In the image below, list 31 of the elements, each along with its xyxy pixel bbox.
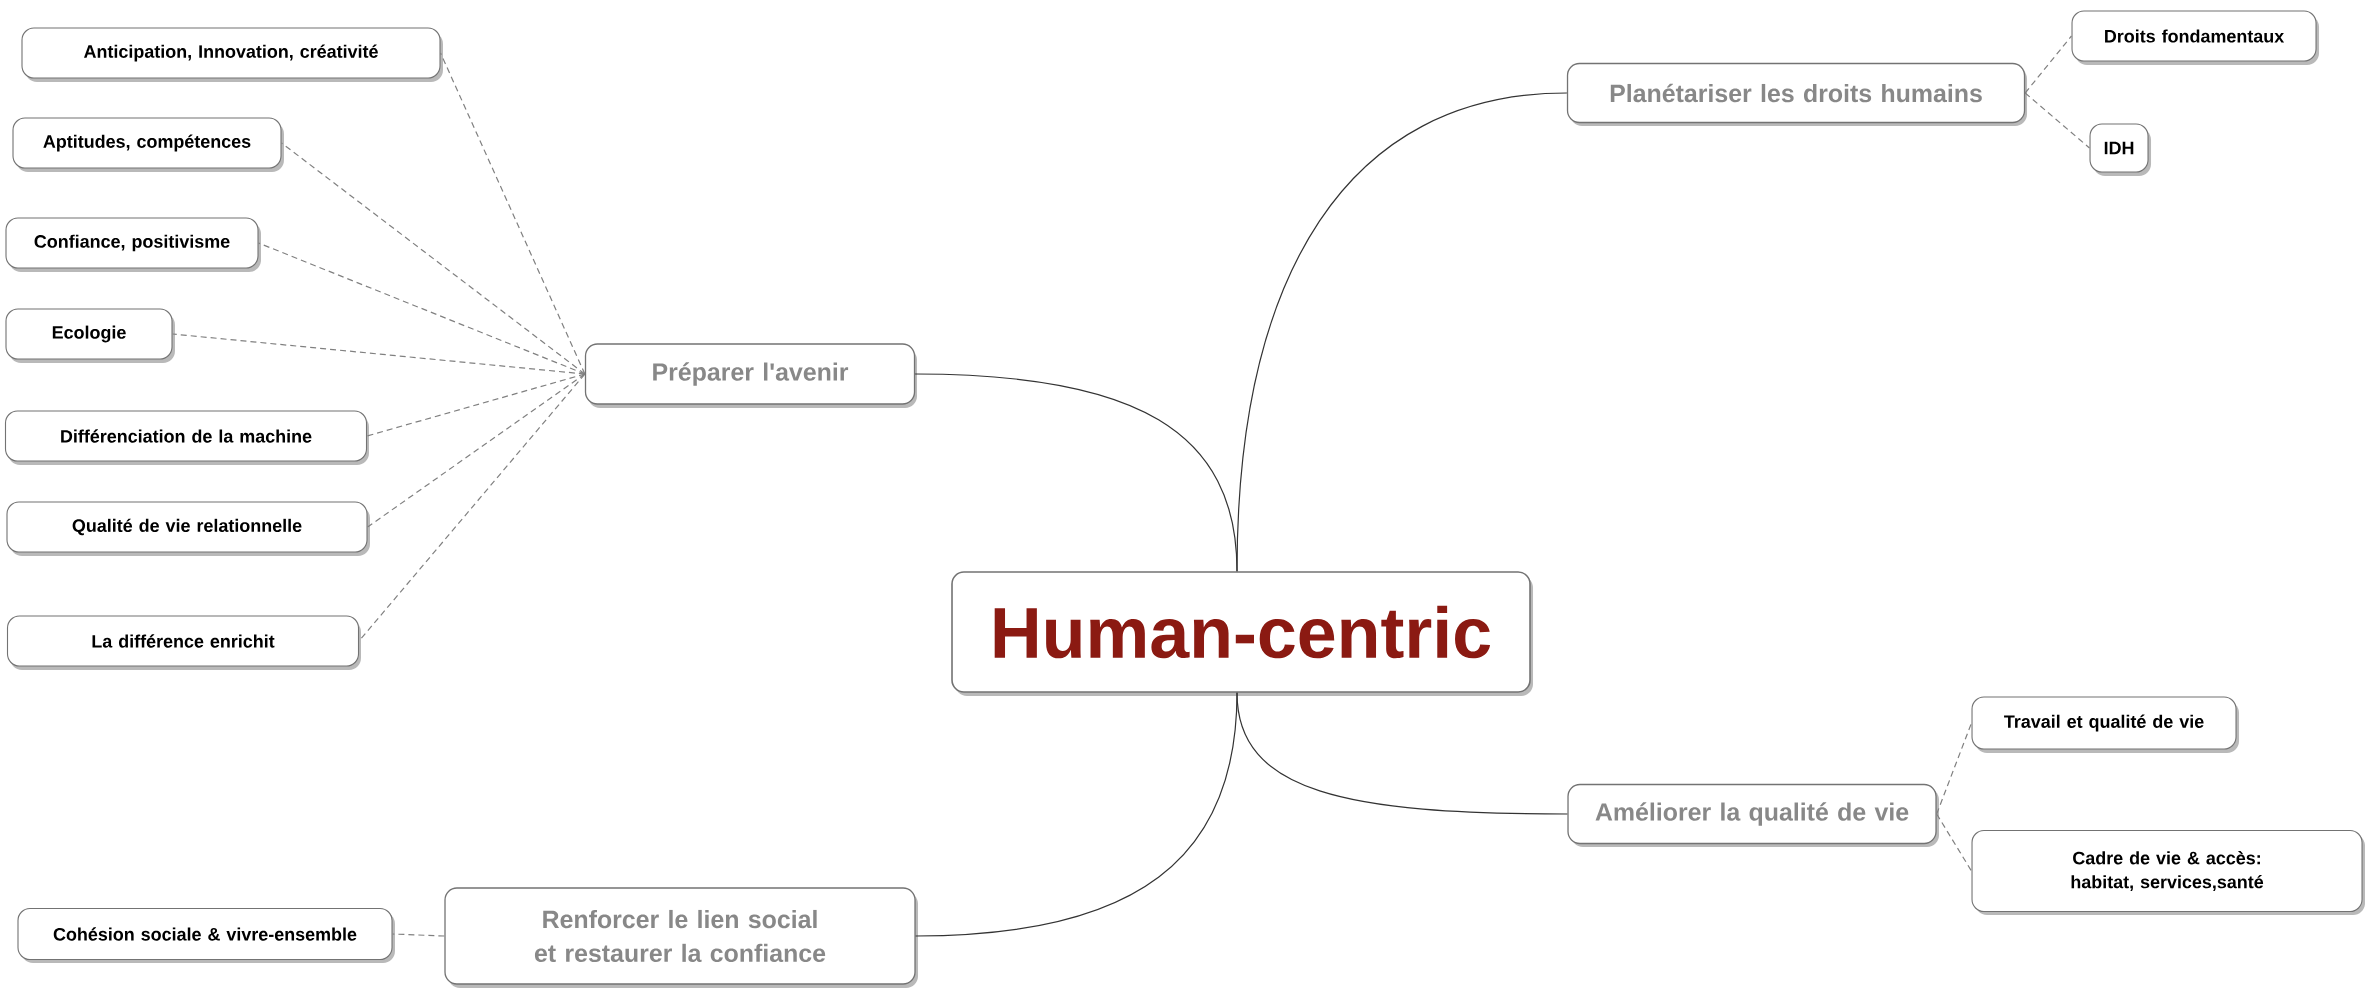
- connector-line: [366, 373, 586, 528]
- branch-topic-box: Améliorer la qualité de vie: [1567, 783, 1940, 847]
- connector-line: [914, 373, 1238, 572]
- connector-line: [2024, 35, 2073, 94]
- subtopic-box: Aptitudes, compétences: [12, 117, 284, 172]
- node-label: Cadre de vie & accès: habitat, services,santé: [2071, 851, 2264, 891]
- subtopic-box: Droits fondamentaux: [2071, 10, 2320, 65]
- subtopic-box: Travail et qualité de vie: [1971, 696, 2240, 753]
- connector-line: [915, 692, 1238, 937]
- connector-line: [366, 373, 586, 437]
- branch-topic-box: Renforcer le lien social et restaurer la confiance: [444, 887, 918, 988]
- branch-topic-box: Planétariser les droits humains: [1566, 62, 2028, 126]
- branch-topic-box: Préparer l'avenir: [584, 343, 917, 408]
- subtopic-box: La différence enrichit: [6, 615, 361, 670]
- subtopic-box: Confiance, positivisme: [5, 217, 261, 272]
- subtopic-box: Différenciation de la machine: [4, 410, 369, 465]
- connector-line: [280, 142, 586, 375]
- subtopic-box: Ecologie: [5, 308, 175, 363]
- connector-line: [391, 933, 445, 937]
- connector-line: [439, 52, 586, 375]
- connector-line: [1936, 813, 1973, 872]
- subtopic-box: Anticipation, Innovation, créativité: [21, 27, 443, 82]
- subtopic-box: Cohésion sociale & vivre-ensemble: [17, 907, 395, 963]
- subtopic-box: Qualité de vie relationnelle: [6, 501, 370, 556]
- connector-line: [257, 242, 586, 375]
- subtopic-box: IDH: [2089, 123, 2152, 176]
- connector-line: [2024, 92, 2091, 149]
- connector-line: [1936, 722, 1973, 815]
- subtopic-box: Cadre de vie & accès: habitat, services,santé: [1971, 829, 2365, 915]
- central-topic-box: Human-centric: [951, 571, 1533, 696]
- connector-line: [171, 333, 586, 375]
